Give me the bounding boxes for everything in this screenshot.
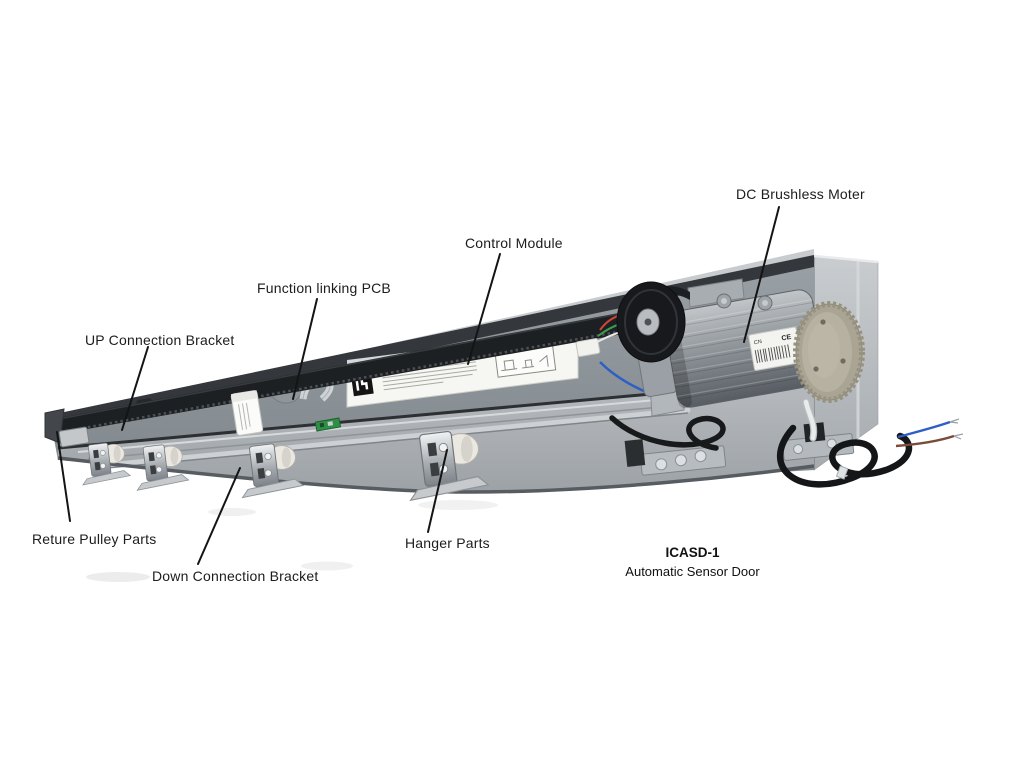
function-pcb [314, 417, 342, 432]
label-control-module: Control Module [465, 235, 563, 251]
mounting-bolts [716, 293, 773, 311]
leader-reture-pulley-parts [56, 431, 71, 522]
leader-up-connection-bracket [121, 346, 149, 431]
model-name: ICASD-1 [665, 545, 720, 560]
leader-hanger-parts [427, 449, 448, 533]
soft-shadows [86, 500, 498, 582]
leader-lines [56, 206, 780, 565]
barcode [754, 344, 791, 364]
model-block: ICASD-1 Automatic Sensor Door [610, 545, 775, 580]
motor-origin-text: CN [753, 339, 762, 346]
motor-assembly: CN CE [616, 278, 865, 417]
leader-function-linking-pcb [292, 298, 318, 400]
label-hanger-parts: Hanger Parts [405, 535, 490, 551]
label-function-linking-pcb: Function linking PCB [257, 280, 391, 296]
floor-bracket-left [624, 439, 727, 476]
rail-left-tip [44, 408, 90, 448]
leader-dc-brushless-moter [743, 206, 780, 343]
leader-down-connection-bracket [197, 467, 241, 565]
label-down-connection-bracket: Down Connection Bracket [152, 568, 319, 584]
motor-label: CN CE [748, 326, 803, 371]
leader-control-module [467, 253, 501, 365]
label-dc-brushless-moter: DC Brushless Moter [736, 186, 865, 202]
label-up-connection-bracket: UP Connection Bracket [85, 332, 235, 348]
ce-mark-text: CE [781, 334, 792, 343]
label-reture-pulley-parts: Reture Pulley Parts [32, 531, 157, 547]
model-caption: Automatic Sensor Door [625, 564, 760, 580]
belt-pulley [616, 281, 686, 363]
power-cables [609, 398, 964, 488]
drive-belt [47, 308, 646, 436]
stop-block [230, 390, 264, 436]
motor-end-cap [793, 301, 865, 403]
